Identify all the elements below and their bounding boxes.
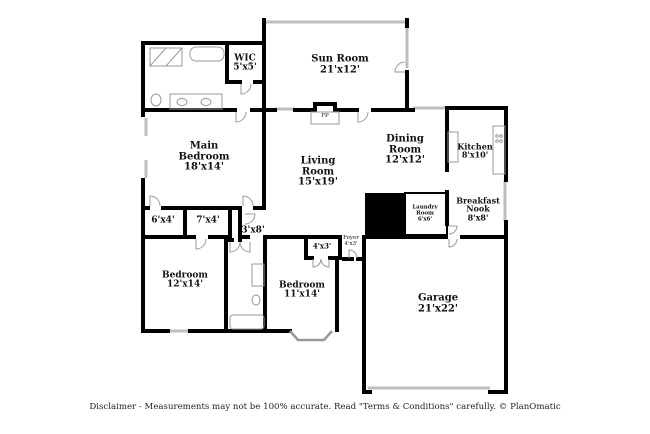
room-name: Kitchen bbox=[457, 141, 493, 152]
room-label-closet-6x4: 6'x4' bbox=[151, 215, 175, 226]
room-dims: 18'x14' bbox=[184, 161, 224, 173]
room-dims: 21'x22' bbox=[418, 303, 458, 314]
room-name: Room bbox=[388, 143, 422, 155]
room-label-bedroom-3: Bedroom 11'x14' bbox=[279, 280, 325, 301]
room-label-kitchen: Kitchen 8'x10' bbox=[457, 141, 493, 160]
room-label-main-bedroom: Main Bedroom 18'x14' bbox=[179, 141, 230, 173]
bay-window bbox=[289, 330, 333, 342]
room-name: Room bbox=[301, 165, 335, 177]
windows bbox=[144, 20, 507, 390]
room-dims: 7'x4' bbox=[196, 215, 220, 226]
fixtures bbox=[149, 46, 506, 330]
laundry-box bbox=[404, 192, 448, 236]
room-dims: 12'x14' bbox=[167, 280, 203, 290]
fireplace-label: FP bbox=[321, 113, 329, 120]
room-dims: 8'x8' bbox=[467, 212, 489, 223]
room-label-garage: Garage 21'x22' bbox=[417, 292, 459, 315]
room-name: Bedroom bbox=[279, 280, 325, 291]
room-name: Living bbox=[300, 155, 336, 167]
room-name: Dining bbox=[386, 133, 424, 145]
mechanical-block bbox=[365, 193, 405, 235]
room-name: Breakfast bbox=[456, 195, 500, 206]
room-label-bedroom-2: Bedroom 12'x14' bbox=[162, 270, 208, 291]
room-label-dining-room: Dining Room 12'x12' bbox=[385, 134, 425, 166]
disclaimer-text: Disclaimer - Measurements may not be 100… bbox=[89, 402, 561, 412]
room-label-foyer: Foyer 4'x3' bbox=[343, 235, 359, 248]
room-dims: 3'x8' bbox=[241, 225, 265, 236]
room-dims: 6'x4' bbox=[151, 215, 175, 226]
room-name: Main bbox=[189, 140, 219, 152]
room-label-living-room: Living Room 15'x19' bbox=[298, 156, 338, 188]
walls bbox=[141, 18, 508, 394]
room-name: Bedroom bbox=[178, 150, 230, 162]
room-dims: 4'x3' bbox=[344, 241, 358, 247]
room-dims: 5'x5' bbox=[233, 63, 257, 73]
room-dims: 4'x3' bbox=[312, 241, 332, 251]
room-dims: 12'x12' bbox=[385, 154, 425, 166]
room-label-closet-7x4: 7'x4' bbox=[196, 215, 220, 226]
room-name: Foyer bbox=[343, 235, 359, 242]
room-dims: 21'x12' bbox=[320, 64, 360, 75]
room-name: Nook bbox=[466, 203, 490, 214]
room-name: Garage bbox=[417, 292, 459, 304]
room-label-closet-3x8: 3'x8' bbox=[241, 225, 265, 236]
room-name: WIC bbox=[234, 53, 256, 64]
room-label-breakfast-nook: Breakfast Nook 8'x8' bbox=[456, 195, 500, 223]
room-label-wic: WIC 5'x5' bbox=[233, 53, 257, 74]
room-label-sun-room: Sun Room 21'x12' bbox=[311, 53, 369, 76]
room-label-laundry-room: Laundry Room 6'x6' bbox=[412, 205, 437, 222]
room-dims: 15'x19' bbox=[298, 176, 338, 188]
room-dims: 6'x6' bbox=[417, 215, 433, 222]
room-name: Bedroom bbox=[162, 270, 208, 281]
room-dims: 8'x10' bbox=[461, 150, 489, 160]
room-name: Laundry bbox=[412, 204, 438, 211]
room-dims: 11'x14' bbox=[284, 290, 320, 300]
room-name: Room bbox=[416, 210, 434, 217]
room-name: Sun Room bbox=[311, 53, 369, 65]
room-label-closet-4x3: 4'x3' bbox=[312, 241, 332, 251]
